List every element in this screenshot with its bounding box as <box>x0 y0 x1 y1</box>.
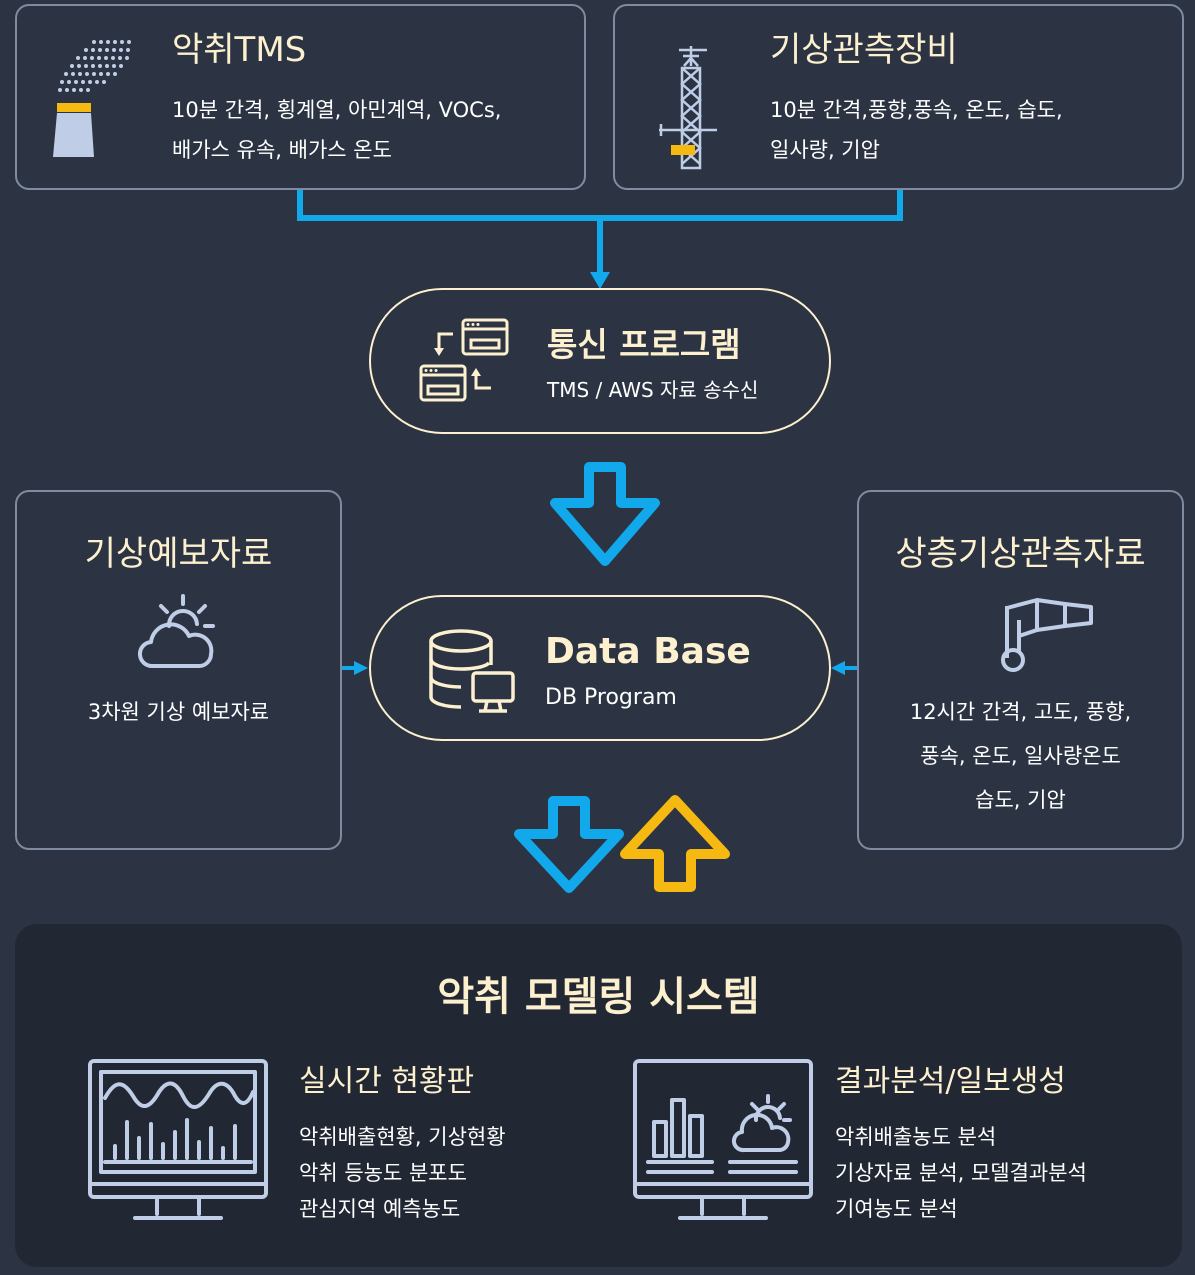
weather-station-desc-line-1: 10분 간격,풍향,풍속, 온도, 습도, <box>770 98 1063 122</box>
tms-desc-line-2: 배가스 유속, 배가스 온도 <box>172 138 392 162</box>
partly-cloudy-icon <box>138 594 215 669</box>
analysis-line-2: 기상자료 분석, 모델결과분석 <box>835 1161 1087 1185</box>
down-arrow-icon <box>550 462 660 566</box>
weather-station-title: 기상관측장비 <box>770 30 958 70</box>
tms-desc-line-1: 10분 간격, 횡계열, 아민계역, VOCs, <box>172 98 502 122</box>
dashboard-line-2: 악취 등농도 분포도 <box>299 1161 467 1185</box>
weather-station-box: 기상관측장비 10분 간격,풍향,풍속, 온도, 습도, 일사량, 기압 <box>613 4 1184 190</box>
dashboard-line-3: 관심지역 예측농도 <box>299 1197 461 1221</box>
forecast-title: 기상예보자료 <box>84 534 273 574</box>
forecast-arrowhead <box>354 661 368 675</box>
upper-air-title: 상층기상관측자료 <box>895 534 1146 574</box>
merge-connector <box>297 190 903 221</box>
tms-box: 악취TMS 10분 간격, 횡계열, 아민계역, VOCs, 배가스 유속, 배… <box>15 4 586 190</box>
weather-station-desc-line-2: 일사량, 기압 <box>770 138 880 162</box>
connector-arrowhead <box>590 272 610 289</box>
dashboard-title: 실시간 현황판 <box>299 1064 475 1099</box>
forecast-box: 기상예보자료 3차원 기상 예보자료 <box>15 490 342 850</box>
weather-tower-icon <box>659 46 717 170</box>
comm-program-title: 통신 프로그램 <box>547 325 741 364</box>
analysis-monitor-icon <box>633 1059 813 1220</box>
database-subtitle: DB Program <box>545 685 677 710</box>
up-arrow-icon <box>620 795 730 892</box>
database-pill: Data Base DB Program <box>369 595 831 741</box>
database-title: Data Base <box>545 631 751 672</box>
upper-air-box: 상층기상관측자료 12시간 간격, 고도, 풍향, 풍속, 온도, 일사량온도 … <box>857 490 1184 850</box>
windsock-thermometer-icon <box>1001 598 1093 672</box>
tms-title: 악취TMS <box>172 30 307 70</box>
comm-program-pill: 통신 프로그램 TMS / AWS 자료 송수신 <box>369 288 831 434</box>
chimney-icon <box>53 40 131 157</box>
analysis-line-3: 기여농도 분석 <box>835 1197 958 1221</box>
database-icon <box>429 629 515 713</box>
analysis-title: 결과분석/일보생성 <box>835 1064 1066 1099</box>
upper-air-desc-line-3: 습도, 기압 <box>975 788 1066 812</box>
down-arrow-icon <box>514 796 624 893</box>
modeling-system-panel: 악취 모델링 시스템 실시간 현황판 악취배출현황, 기상현황 악취 등농도 분… <box>15 924 1182 1267</box>
analysis-line-1: 악취배출농도 분석 <box>835 1125 997 1149</box>
upper-air-arrowhead <box>831 661 845 675</box>
forecast-desc: 3차원 기상 예보자료 <box>87 700 270 724</box>
data-transfer-icon <box>419 318 509 402</box>
upper-air-desc-line-1: 12시간 간격, 고도, 풍향, <box>909 700 1132 724</box>
comm-program-subtitle: TMS / AWS 자료 송수신 <box>547 378 759 402</box>
realtime-monitor-icon <box>88 1059 268 1220</box>
modeling-system-title: 악취 모델링 시스템 <box>437 974 760 1020</box>
dashboard-line-1: 악취배출현황, 기상현황 <box>299 1125 506 1149</box>
upper-air-desc-line-2: 풍속, 온도, 일사량온도 <box>920 744 1121 768</box>
